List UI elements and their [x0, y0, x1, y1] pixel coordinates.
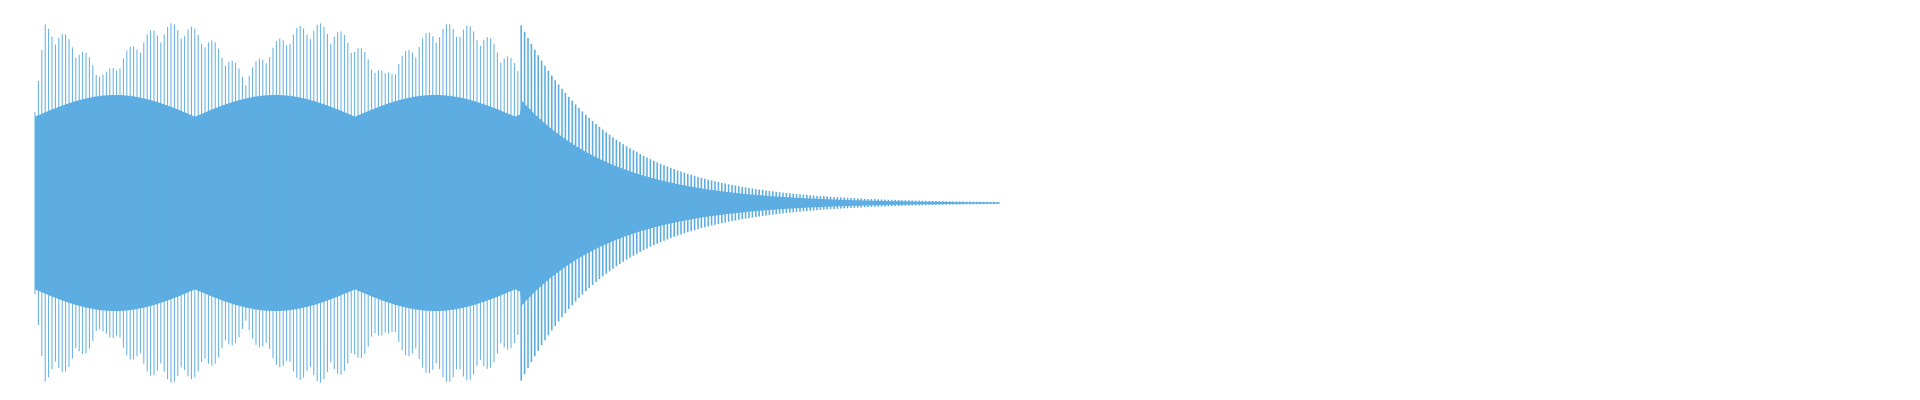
waveform-trace: [34, 23, 1000, 383]
